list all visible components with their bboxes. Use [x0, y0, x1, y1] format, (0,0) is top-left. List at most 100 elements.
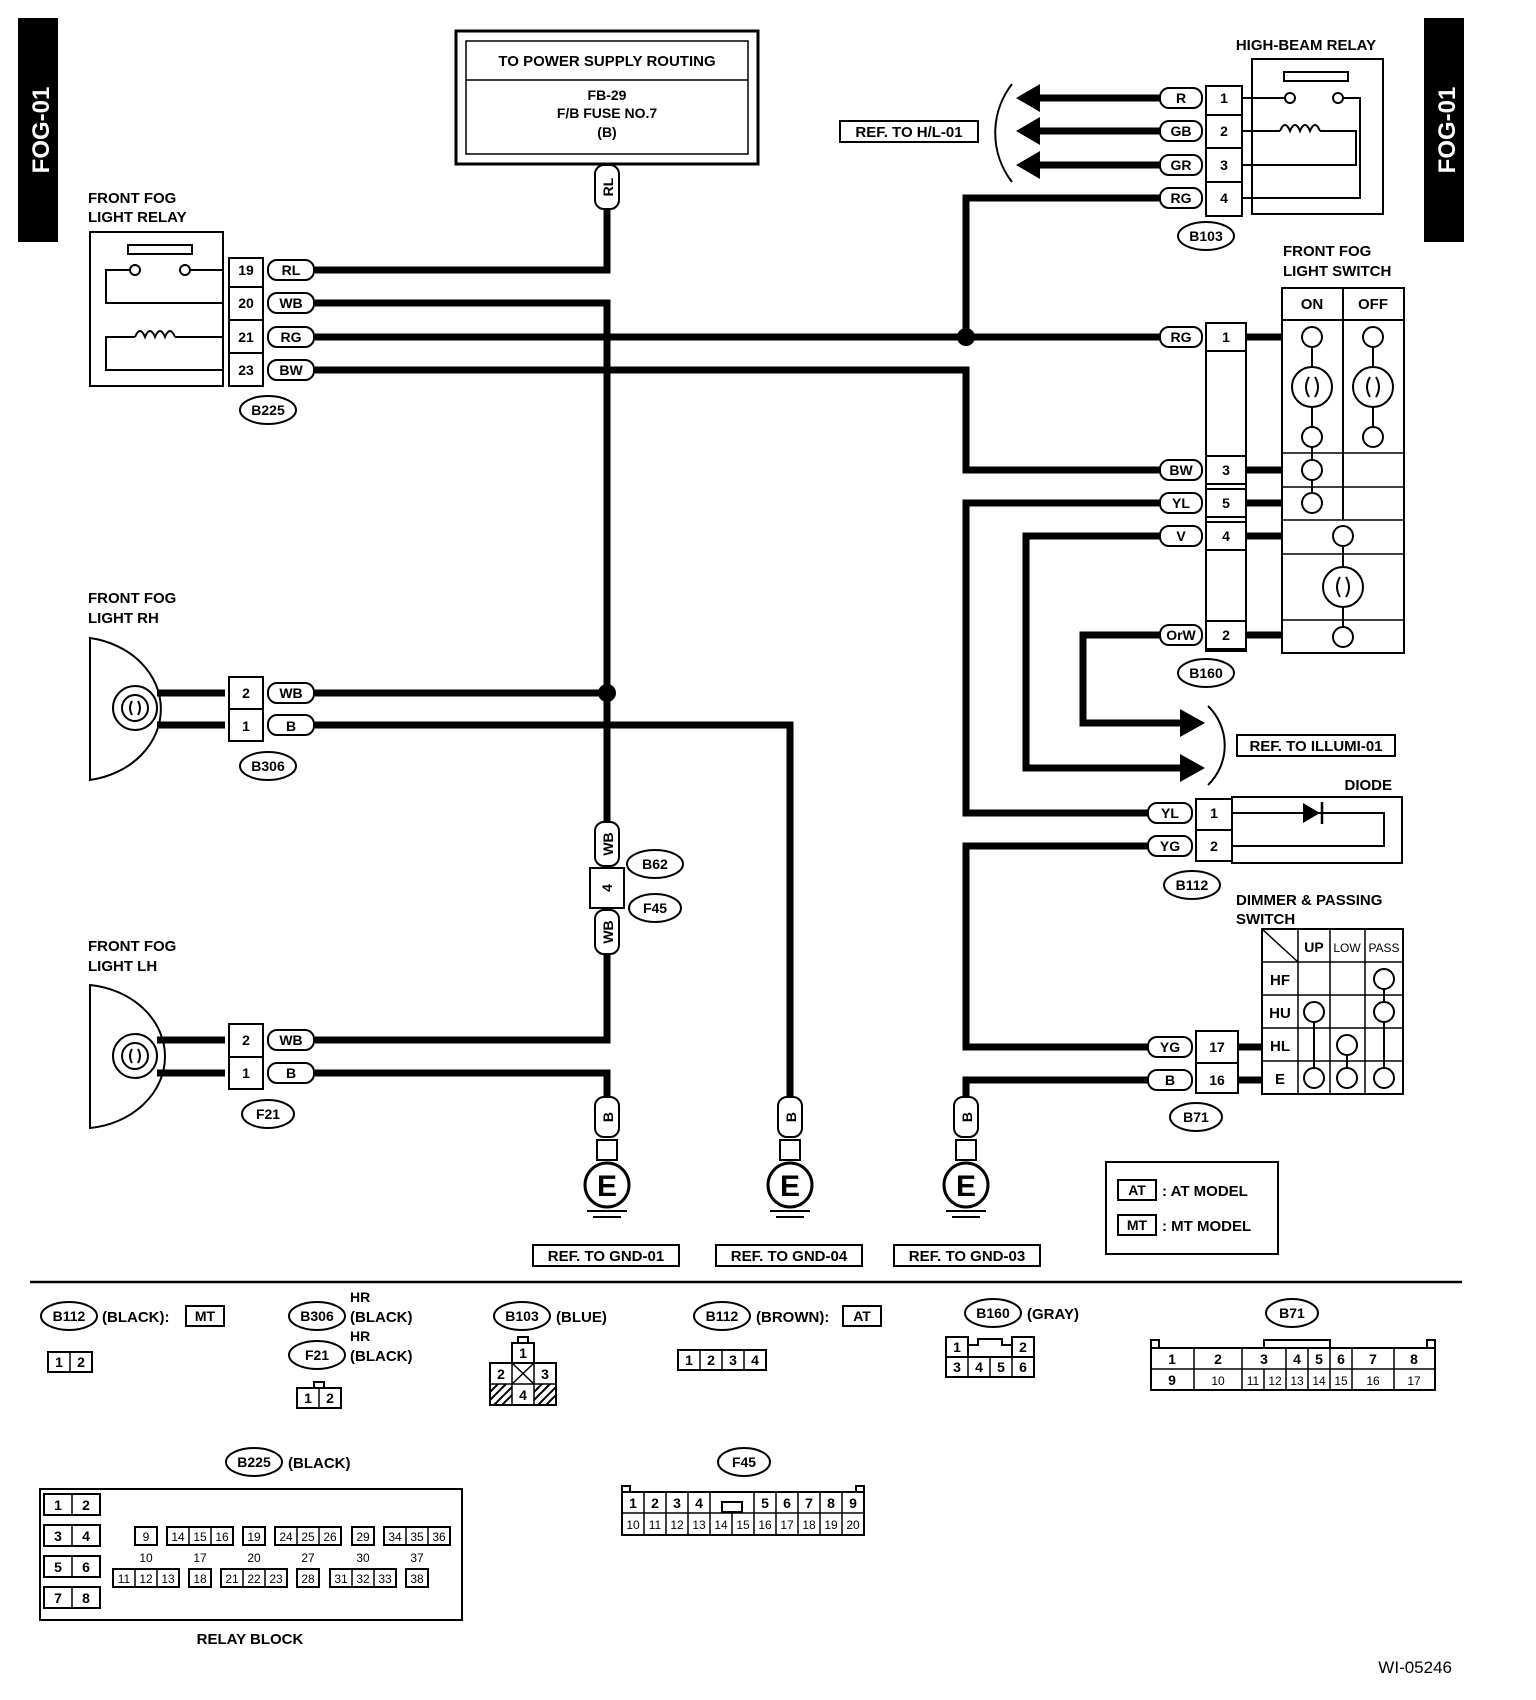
view-pin: 35	[410, 1530, 424, 1544]
view-desc: (BLACK)	[350, 1309, 412, 1326]
high-beam-relay-pin: 2	[1220, 123, 1228, 139]
view-name: B112	[53, 1308, 86, 1324]
power-supply-title: TO POWER SUPPLY ROUTING	[498, 53, 715, 70]
view-pin: 5	[761, 1495, 769, 1511]
view-pin: 14	[714, 1518, 728, 1532]
fog-rh-wire: WB	[279, 685, 302, 701]
view-pin: 7	[805, 1495, 813, 1511]
view-pin: 38	[410, 1572, 424, 1586]
view-pin: 27	[301, 1551, 315, 1565]
view-pin: 11	[118, 1572, 131, 1586]
view-pin: 1	[54, 1497, 62, 1513]
view-pin: 3	[541, 1366, 549, 1382]
view-pin: 2	[651, 1495, 659, 1511]
inline-pin: 4	[599, 884, 615, 892]
dimmer-row: HF	[1270, 972, 1290, 989]
fog-switch-col-off: OFF	[1358, 296, 1388, 313]
dimmer-wire: B	[1165, 1072, 1175, 1088]
view-pin: 16	[1366, 1374, 1380, 1388]
view-pin: 12	[139, 1572, 153, 1586]
fog-rh-pin: 2	[242, 685, 250, 701]
fog-lh-wire: B	[286, 1065, 296, 1081]
fog-light-switch: FRONT FOG LIGHT SWITCH ON OFF	[1159, 243, 1405, 688]
dimmer-wire: YG	[1160, 1039, 1180, 1055]
view-hr: HR	[350, 1289, 370, 1305]
dimmer-row: HL	[1270, 1038, 1290, 1055]
view-name: F45	[732, 1454, 756, 1470]
connector-view-b306-f21: B306 HR (BLACK) F21 HR (BLACK) 1 2	[288, 1289, 412, 1409]
view-pin: 23	[269, 1572, 283, 1586]
fog-lh-connector: F21	[256, 1106, 280, 1122]
view-pin: 15	[736, 1518, 750, 1532]
ground-wire: B	[783, 1112, 799, 1122]
view-pin: 13	[161, 1572, 175, 1586]
view-pin: 1	[953, 1339, 961, 1355]
view-pin: 18	[193, 1572, 207, 1586]
fog-lh-label-2: LIGHT LH	[88, 958, 157, 975]
view-pin: 6	[783, 1495, 791, 1511]
view-pin: 9	[1168, 1372, 1176, 1388]
dimmer-row: E	[1275, 1071, 1285, 1088]
view-pin: 5	[54, 1559, 62, 1575]
view-pin: 19	[824, 1518, 838, 1532]
high-beam-relay-wire: GR	[1171, 157, 1192, 173]
view-pin: 17	[1407, 1374, 1421, 1388]
legend-text: : AT MODEL	[1162, 1183, 1248, 1200]
view-hr: HR	[350, 1328, 370, 1344]
fog-switch-label-1: FRONT FOG	[1283, 243, 1371, 260]
view-pin: 9	[849, 1495, 857, 1511]
view-pin: 28	[301, 1572, 315, 1586]
view-pin: 6	[1019, 1359, 1027, 1375]
ground-gnd-01: B E REF. TO GND-01	[532, 1096, 680, 1267]
fog-relay-wire: WB	[279, 295, 302, 311]
view-pin: 29	[356, 1530, 370, 1544]
diode: DIODE 1 2 YL YG B112	[1147, 777, 1403, 900]
connector-view-b225: B225 (BLACK) 1 2 3 4 5 6 7 8 9 14 15	[39, 1447, 463, 1648]
dimmer-connector: B71	[1183, 1109, 1209, 1125]
view-name: B160	[976, 1305, 1010, 1321]
view-pin: 3	[673, 1495, 681, 1511]
view-desc: (BLACK)	[288, 1455, 350, 1472]
view-name: B306	[300, 1308, 334, 1324]
dimmer-pin: 16	[1209, 1072, 1225, 1088]
legend-code: AT	[1128, 1182, 1146, 1198]
view-pin: 8	[827, 1495, 835, 1511]
view-desc: (BLUE)	[556, 1309, 607, 1326]
view-pin: 2	[82, 1497, 90, 1513]
dimmer-row: HU	[1269, 1005, 1291, 1022]
view-pin: 14	[1312, 1374, 1326, 1388]
view-pin: 24	[279, 1530, 293, 1544]
page-tab-left: FOG-01	[18, 18, 58, 242]
diode-wire: YG	[1160, 838, 1180, 854]
high-beam-relay-wire: GB	[1171, 123, 1192, 139]
illumination-ref-label: REF. TO ILLUMI-01	[1249, 738, 1382, 755]
view-pin: 2	[1214, 1351, 1222, 1367]
inline-wire-lower: WB	[600, 920, 616, 943]
ground-ref: REF. TO GND-01	[548, 1248, 664, 1265]
view-pin: 17	[780, 1518, 794, 1532]
fog-light-relay: FRONT FOG LIGHT RELAY 19 20 21 23 RL WB …	[88, 190, 315, 425]
view-pin: 5	[1315, 1351, 1323, 1367]
view-pin: 3	[1260, 1351, 1268, 1367]
view-pin: 26	[323, 1530, 337, 1544]
view-pin: 4	[82, 1528, 90, 1544]
fog-light-rh: FRONT FOG LIGHT RH 2 1 WB B B306	[88, 590, 315, 782]
view-pin: 2	[1019, 1339, 1027, 1355]
high-beam-relay-pin: 1	[1220, 90, 1228, 106]
view-pin: 14	[171, 1530, 185, 1544]
view-desc: (BROWN):	[756, 1309, 829, 1326]
dimmer-label-2: SWITCH	[1236, 911, 1295, 928]
view-pin: 4	[519, 1387, 527, 1403]
view-pin: 11	[1247, 1374, 1260, 1388]
fog-rh-wire: B	[286, 718, 296, 734]
view-name: B71	[1279, 1305, 1305, 1321]
view-desc: (BLACK):	[102, 1309, 169, 1326]
view-pin: 15	[1334, 1374, 1348, 1388]
ground-ref: REF. TO GND-04	[731, 1248, 848, 1265]
view-pin: 10	[626, 1518, 640, 1532]
fog-switch-pin: 2	[1222, 627, 1230, 643]
legend-code: MT	[1127, 1217, 1148, 1233]
view-pin: 1	[629, 1495, 637, 1511]
view-pin: 1	[55, 1354, 63, 1370]
inline-connector-lower: F45	[643, 900, 667, 916]
